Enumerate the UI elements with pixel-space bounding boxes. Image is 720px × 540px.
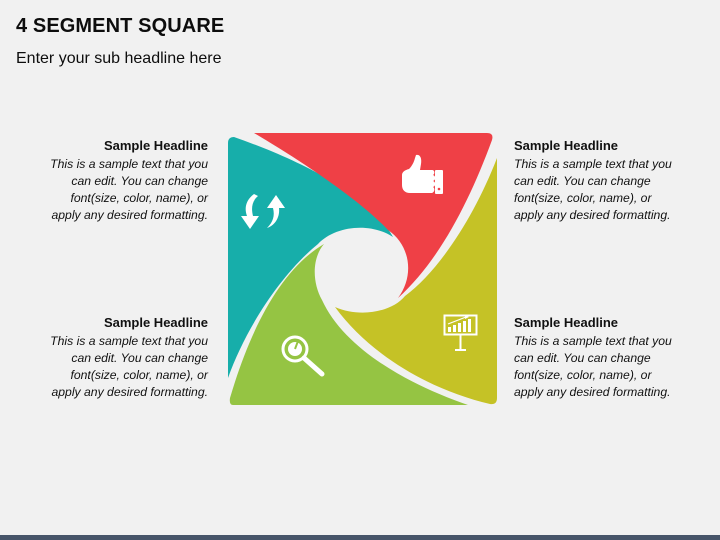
text-block-bottom-left: Sample Headline This is a sample text th… bbox=[8, 314, 208, 401]
headline: Sample Headline bbox=[514, 315, 619, 330]
headline: Sample Headline bbox=[103, 138, 208, 153]
headline: Sample Headline bbox=[514, 138, 619, 153]
body-line: can edit. You can change bbox=[514, 351, 651, 365]
body-line: apply any desired formatting. bbox=[514, 385, 671, 399]
body-line: This is a sample text that you bbox=[514, 157, 672, 171]
body-line: font(size, color, name), or bbox=[70, 191, 208, 205]
body-line: apply any desired formatting. bbox=[51, 208, 209, 222]
page-subtitle: Enter your sub headline here bbox=[16, 50, 222, 67]
segment-bottom-left bbox=[229, 244, 468, 405]
body-line: can edit. You can change bbox=[71, 174, 208, 188]
page-title: 4 SEGMENT SQUARE bbox=[16, 15, 225, 37]
thumbs-up-icon bbox=[402, 154, 443, 194]
body-line: can edit. You can change bbox=[514, 174, 651, 188]
presentation-chart-icon bbox=[443, 314, 478, 351]
body-line: font(size, color, name), or bbox=[514, 368, 652, 382]
body-line: can edit. You can change bbox=[71, 351, 208, 365]
body-line: apply any desired formatting. bbox=[51, 385, 209, 399]
segment-bottom-right bbox=[335, 158, 497, 405]
text-block-top-right: Sample Headline This is a sample text th… bbox=[514, 137, 714, 224]
magnifier-search-icon bbox=[281, 335, 325, 377]
body-text: This is a sample text that you can edit.… bbox=[8, 156, 208, 224]
text-block-top-left: Sample Headline This is a sample text th… bbox=[8, 137, 208, 224]
body-text: This is a sample text that you can edit.… bbox=[8, 333, 208, 401]
body-text: This is a sample text that you can edit.… bbox=[514, 156, 714, 224]
body-text: This is a sample text that you can edit.… bbox=[514, 333, 714, 401]
body-line: font(size, color, name), or bbox=[70, 368, 208, 382]
headline: Sample Headline bbox=[103, 315, 208, 330]
body-line: This is a sample text that you bbox=[514, 334, 672, 348]
body-line: font(size, color, name), or bbox=[514, 191, 652, 205]
footer-bar bbox=[0, 535, 720, 540]
text-block-bottom-right: Sample Headline This is a sample text th… bbox=[514, 314, 714, 401]
body-line: This is a sample text that you bbox=[50, 334, 208, 348]
body-line: apply any desired formatting. bbox=[514, 208, 671, 222]
body-line: This is a sample text that you bbox=[50, 157, 208, 171]
refresh-arrows-icon bbox=[241, 194, 285, 229]
